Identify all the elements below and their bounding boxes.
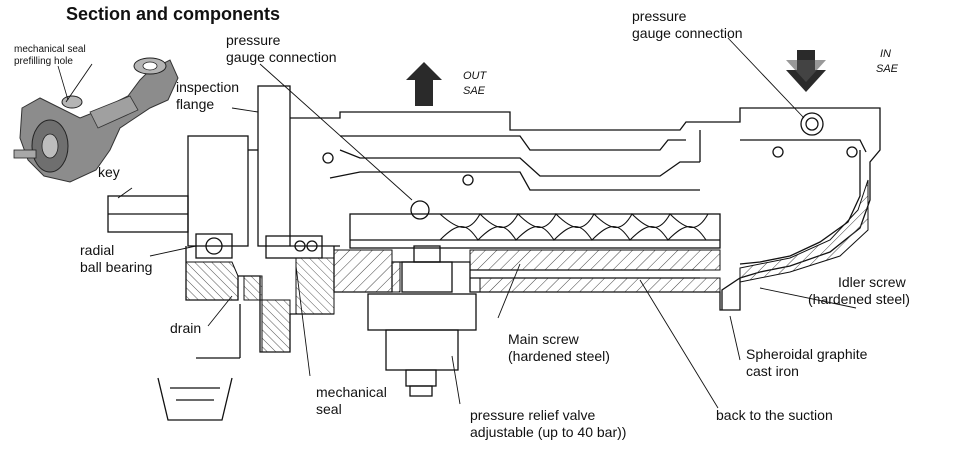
label-out-1: OUT bbox=[463, 70, 487, 82]
label-key: key bbox=[98, 164, 120, 180]
main-screw-threads bbox=[439, 213, 709, 241]
label-mech-seal-prefill-1: mechanical seal bbox=[14, 44, 86, 55]
out-arrow bbox=[406, 62, 442, 106]
label-mech-seal-1: mechanical bbox=[316, 384, 387, 400]
label-main-2: (hardened steel) bbox=[508, 348, 610, 364]
leader-lines bbox=[65, 37, 857, 409]
label-in-2: SAE bbox=[876, 63, 899, 75]
label-spheroidal-2: cast iron bbox=[746, 363, 799, 379]
label-back-suction: back to the suction bbox=[716, 407, 833, 423]
label-inspection-2: flange bbox=[176, 96, 215, 112]
label-main-1: Main screw bbox=[508, 331, 579, 347]
label-gauge-left-1: pressure bbox=[226, 32, 281, 48]
page-title: Section and components bbox=[66, 4, 281, 24]
pump-photo bbox=[13, 57, 179, 183]
label-gauge-right-2: gauge connection bbox=[632, 25, 743, 41]
label-radial-1: radial bbox=[80, 242, 115, 258]
label-gauge-left-2: gauge connection bbox=[226, 49, 337, 65]
label-mech-seal-prefill-2: prefilling hole bbox=[14, 56, 73, 67]
label-mech-seal-2: seal bbox=[316, 401, 342, 417]
label-idler-1: Idler screw bbox=[838, 274, 906, 290]
label-drain: drain bbox=[170, 320, 202, 336]
hatched-sections bbox=[185, 179, 869, 353]
label-spheroidal-1: Spheroidal graphite bbox=[746, 346, 868, 362]
in-arrow bbox=[786, 50, 826, 92]
label-in-1: IN bbox=[880, 48, 891, 60]
label-radial-2: ball bearing bbox=[80, 259, 153, 275]
label-relief-1: pressure relief valve bbox=[470, 407, 596, 423]
label-inspection-1: inspection bbox=[176, 79, 240, 95]
label-relief-2: adjustable (up to 40 bar)) bbox=[470, 424, 627, 440]
label-out-2: SAE bbox=[463, 85, 486, 97]
label-gauge-right-1: pressure bbox=[632, 8, 687, 24]
label-idler-2: (hardened steel) bbox=[808, 291, 910, 307]
